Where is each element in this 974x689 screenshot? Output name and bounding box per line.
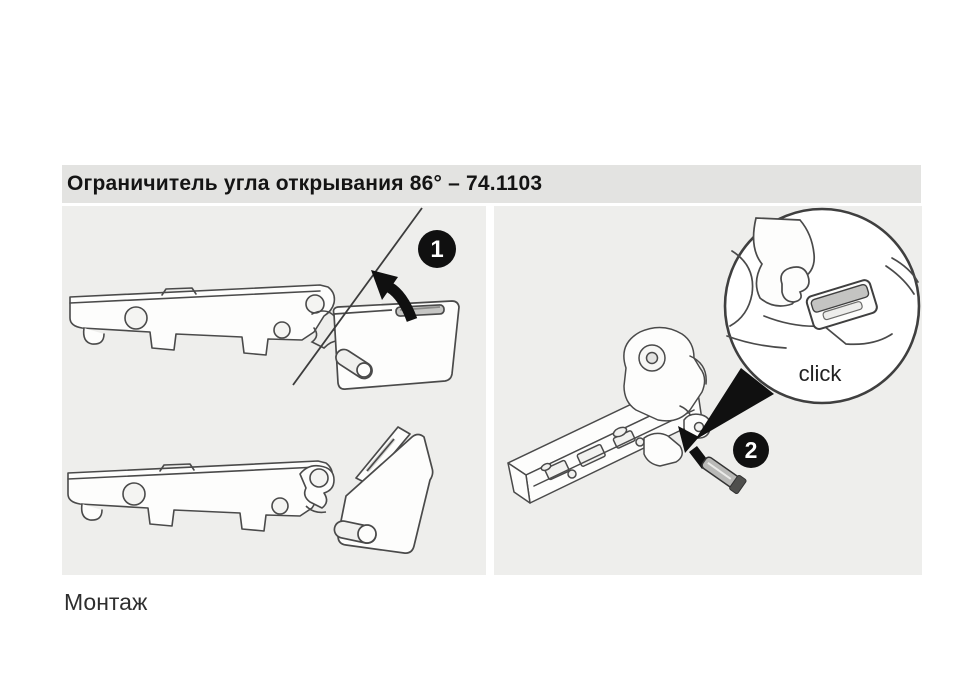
restrictor-plate-angled-drawing — [333, 426, 434, 554]
detail-callout-circle: click — [723, 207, 921, 405]
hinge-perspective-drawing — [507, 326, 712, 504]
step2-illustration: click 2 — [507, 207, 921, 504]
hinge-arm-drawing-lower — [67, 460, 334, 532]
click-label: click — [799, 361, 843, 386]
rotation-arrow-icon — [371, 270, 418, 322]
step1-panel: 1 — [62, 206, 486, 575]
hinge-arm-drawing — [69, 284, 336, 356]
callout-pointer — [695, 368, 774, 440]
restrictor-clip-part — [701, 456, 747, 495]
step-2-number: 2 — [745, 437, 758, 463]
step1-illustration: 1 — [67, 207, 460, 554]
hinge-joint-drawing-lower — [299, 464, 335, 514]
mounting-caption: Монтаж — [64, 589, 148, 615]
angle-reference-line — [292, 207, 423, 386]
page-title: Ограничитель угла открывания 86° – 74.11… — [67, 172, 543, 195]
title-bar: Ограничитель угла открывания 86° – 74.11… — [62, 165, 921, 203]
step-2-badge: 2 — [733, 432, 769, 468]
restrictor-plate-drawing — [332, 300, 460, 390]
restrictor-clip-magnified — [805, 279, 878, 330]
step2-panel: click 2 — [494, 206, 922, 575]
step-1-number: 1 — [430, 236, 443, 263]
step-1-badge: 1 — [418, 230, 456, 268]
